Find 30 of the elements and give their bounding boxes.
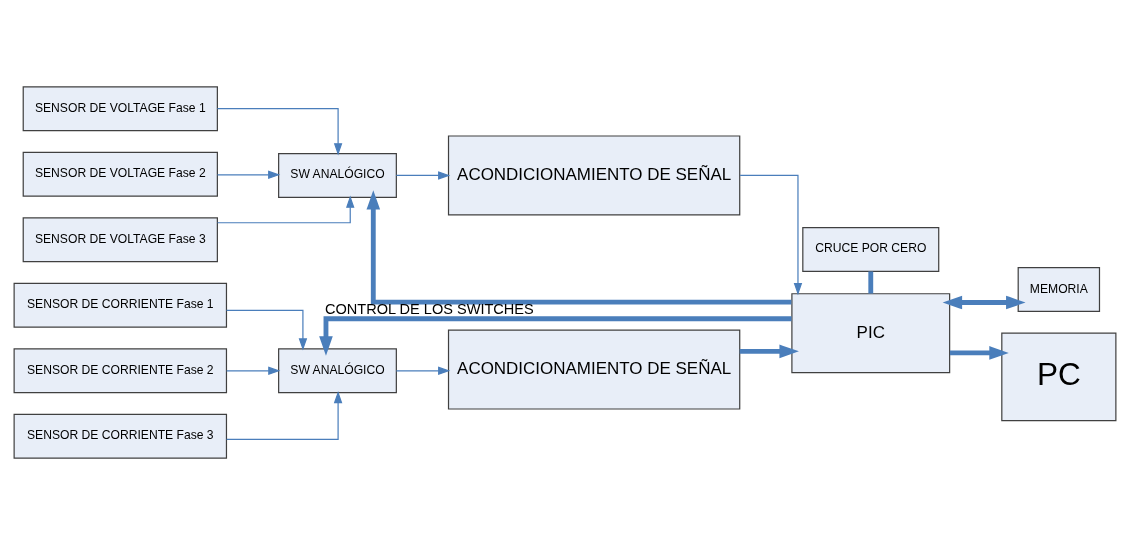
arrow bbox=[395, 170, 451, 180]
connector bbox=[868, 270, 874, 293]
edge-label: CONTROL DE LOS SWITCHES bbox=[324, 300, 534, 317]
node-box: MEMORIA bbox=[1017, 266, 1101, 312]
node-box: ACONDICIONAMIENTO DE SEÑAL bbox=[447, 134, 741, 215]
node-box: CRUCE POR CERO bbox=[802, 226, 940, 272]
node-box: PIC bbox=[791, 292, 951, 373]
arrow bbox=[216, 195, 355, 223]
arrow bbox=[216, 107, 343, 155]
node-box: SENSOR DE VOLTAGE Fase 1 bbox=[22, 85, 218, 131]
node-box: SENSOR DE VOLTAGE Fase 3 bbox=[22, 216, 218, 262]
arrow bbox=[226, 390, 343, 440]
arrow bbox=[950, 345, 1009, 360]
arrow bbox=[319, 315, 792, 356]
node-box: SENSOR DE CORRIENTE Fase 3 bbox=[13, 413, 228, 459]
node-box: SW ANALÓGICO bbox=[278, 152, 397, 198]
arrow bbox=[942, 295, 1026, 309]
arrow bbox=[225, 309, 308, 350]
arrow bbox=[226, 366, 281, 375]
node-box: SW ANALÓGICO bbox=[278, 347, 397, 393]
arrow bbox=[739, 344, 799, 358]
node-box: ACONDICIONAMIENTO DE SEÑAL bbox=[447, 329, 741, 410]
node-box: SENSOR DE VOLTAGE Fase 2 bbox=[22, 151, 218, 197]
node-box: SENSOR DE CORRIENTE Fase 1 bbox=[13, 282, 228, 328]
arrow bbox=[395, 366, 451, 375]
arrow bbox=[366, 189, 792, 304]
node-box: SENSOR DE CORRIENTE Fase 2 bbox=[13, 347, 228, 393]
node-box: PC bbox=[1001, 332, 1117, 421]
arrow bbox=[739, 174, 803, 295]
arrow bbox=[216, 170, 281, 179]
